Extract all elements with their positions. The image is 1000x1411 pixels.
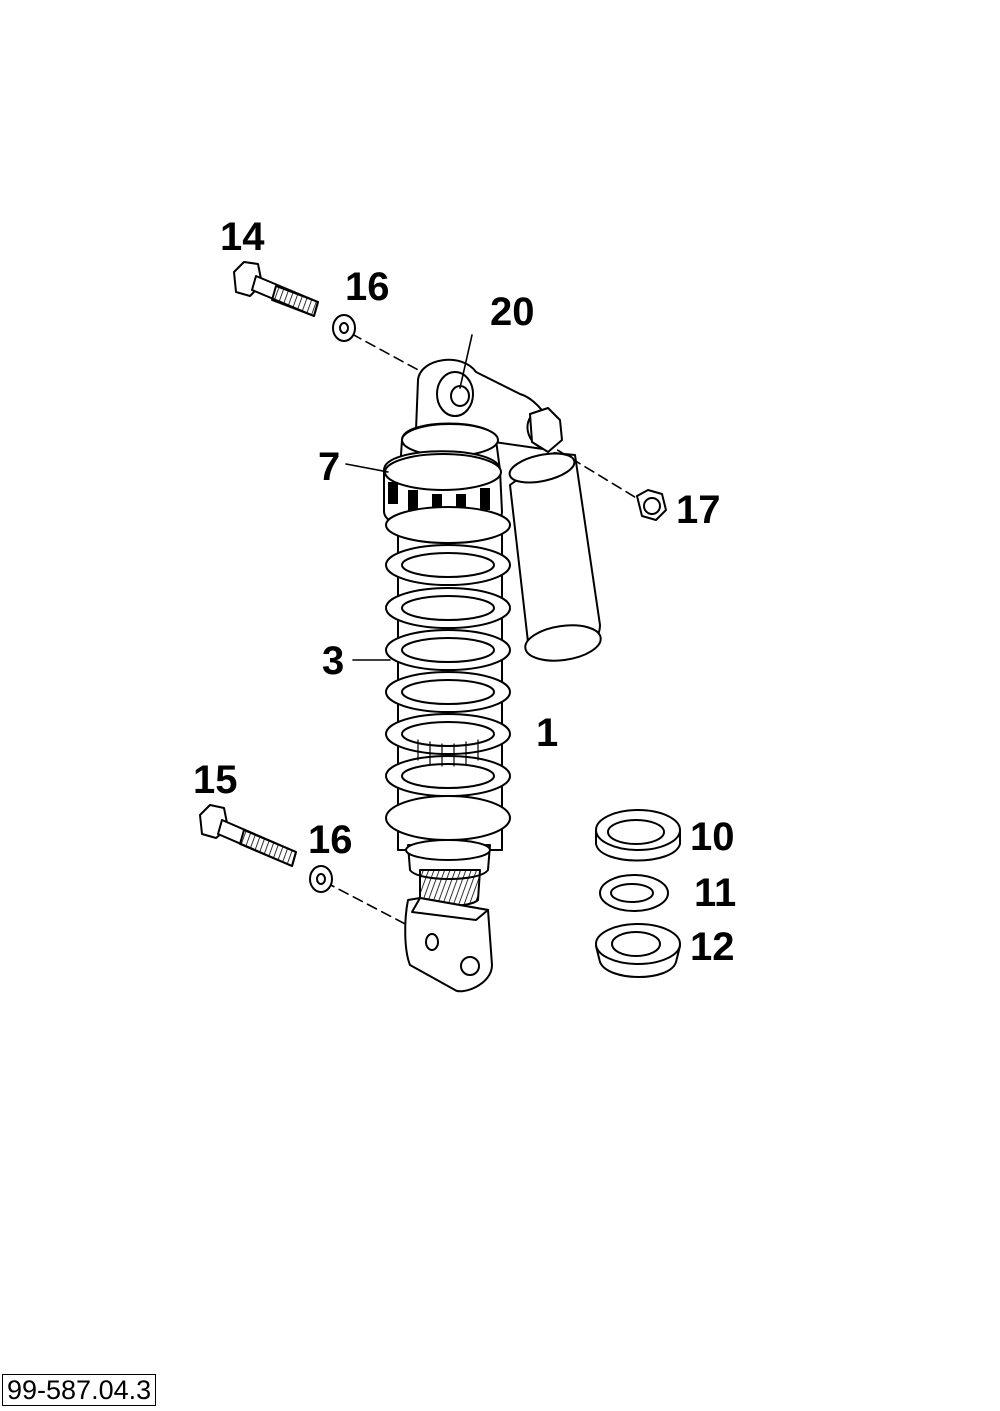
reference-code: 99-587.04.3: [7, 1375, 152, 1405]
leader-lines: [345, 334, 473, 661]
bottom-washer: [309, 865, 333, 893]
callout-washer-bottom: 16: [308, 818, 353, 862]
spring-seat-part: [595, 809, 681, 862]
callout-shock-absorber: 1: [536, 711, 558, 755]
callout-labels: 14 16 20 7 17 3 1 15 16 10 11 12: [193, 215, 736, 969]
callout-spring: 3: [322, 639, 344, 683]
reservoir-canister: [508, 452, 602, 662]
callout-spring-seat: 10: [690, 815, 735, 859]
coil-spring: [385, 506, 511, 851]
callout-bolt-bottom: 15: [193, 758, 238, 802]
top-bolt: [233, 261, 319, 317]
spring-washer-part: [599, 874, 669, 912]
callout-spring-washer: 11: [694, 871, 736, 915]
callout-bolt-top: 14: [220, 215, 265, 259]
lock-nut: [636, 489, 667, 521]
reference-code-box: 99-587.04.3: [2, 1374, 157, 1406]
lower-collar: [405, 839, 491, 907]
top-washer: [332, 314, 356, 342]
callout-adjuster-ring: 7: [318, 445, 340, 489]
lower-clevis: [404, 897, 493, 993]
callout-nut: 17: [676, 488, 721, 532]
callout-washer-top: 16: [345, 265, 390, 309]
spring-retainer-part: [595, 923, 681, 978]
callout-bushing: 20: [490, 290, 535, 334]
bottom-bolt: [199, 804, 297, 867]
callout-spring-retainer: 12: [690, 925, 735, 969]
